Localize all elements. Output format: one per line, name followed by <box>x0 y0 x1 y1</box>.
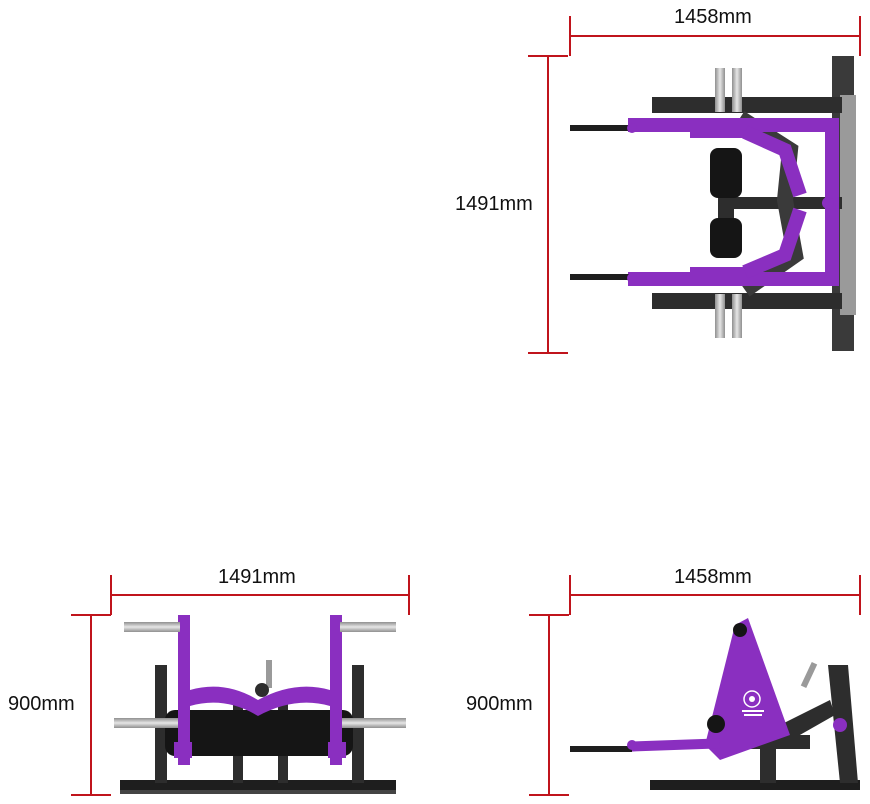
front-view-dimensions <box>71 575 410 796</box>
side-height-label: 900mm <box>466 693 533 715</box>
top-depth-label: 1491mm <box>455 193 533 215</box>
front-width-label: 1491mm <box>218 566 296 588</box>
side-view-dimensions <box>529 575 861 796</box>
side-width-label: 1458mm <box>674 566 752 588</box>
top-view-dimensions <box>528 16 861 354</box>
front-view-machine <box>114 615 406 794</box>
front-height-label: 900mm <box>8 693 75 715</box>
top-view-machine <box>570 56 856 351</box>
top-width-label: 1458mm <box>674 6 752 28</box>
brand-logo-icon <box>742 690 764 716</box>
side-view-machine <box>570 618 860 790</box>
